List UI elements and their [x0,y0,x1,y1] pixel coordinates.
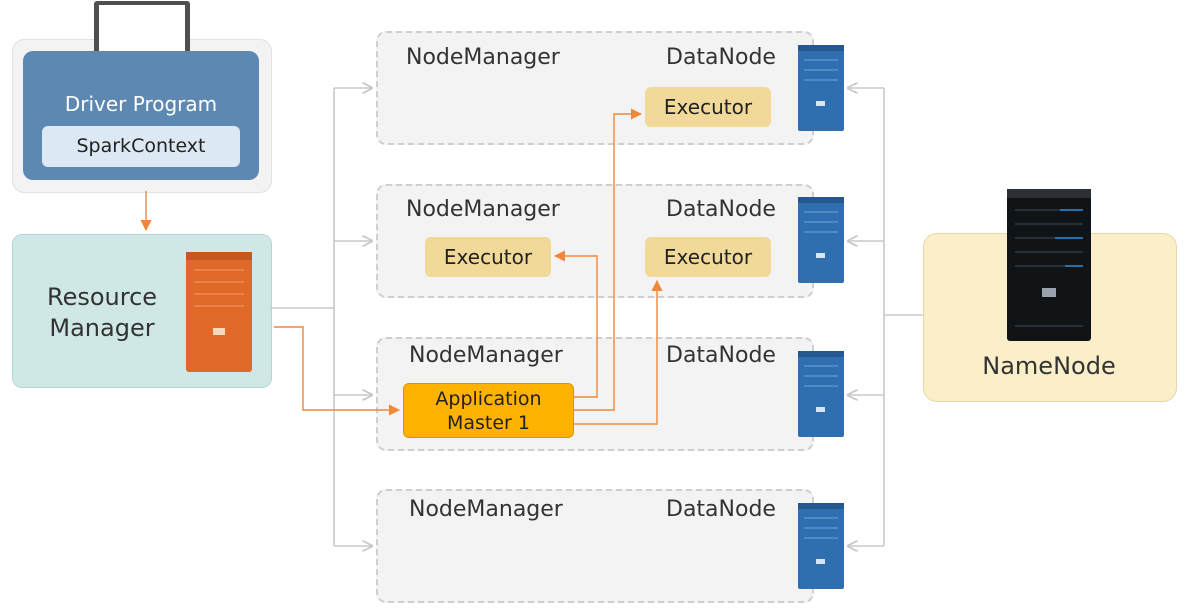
orange-flow-arrows [140,108,663,425]
application-master-box: Application Master 1 [403,383,574,438]
blue-server-icon [798,45,844,131]
executor-box: Executor [645,87,771,127]
data-node-label: DataNode [666,343,776,368]
data-node-label: DataNode [666,45,776,70]
resource-manager-connectors [270,88,372,546]
node-manager-label: NodeManager [409,343,563,368]
resource-manager-label-line2: Manager [49,314,155,342]
spark-context-box: SparkContext [42,126,240,167]
application-master-line1: Application [435,388,542,410]
blue-server-icon [798,351,844,437]
resource-manager-label: Resource Manager [28,282,176,344]
blue-server-icon [798,503,844,589]
application-master-line2: Master 1 [446,412,530,434]
blue-server-icon [798,197,844,283]
node-manager-label: NodeManager [409,497,563,522]
node-box-4 [376,489,814,603]
data-node-label: DataNode [666,197,776,222]
resource-manager-label-line1: Resource [46,283,158,311]
node-manager-label: NodeManager [406,197,560,222]
node-manager-label: NodeManager [406,45,560,70]
namenode-connectors [848,88,923,546]
executor-box: Executor [425,237,551,277]
orange-server-icon [186,252,252,372]
black-server-icon [1007,189,1091,341]
driver-program-title: Driver Program [64,92,218,116]
data-node-label: DataNode [666,497,776,522]
namenode-label: NameNode [982,352,1116,380]
executor-box: Executor [645,237,771,277]
